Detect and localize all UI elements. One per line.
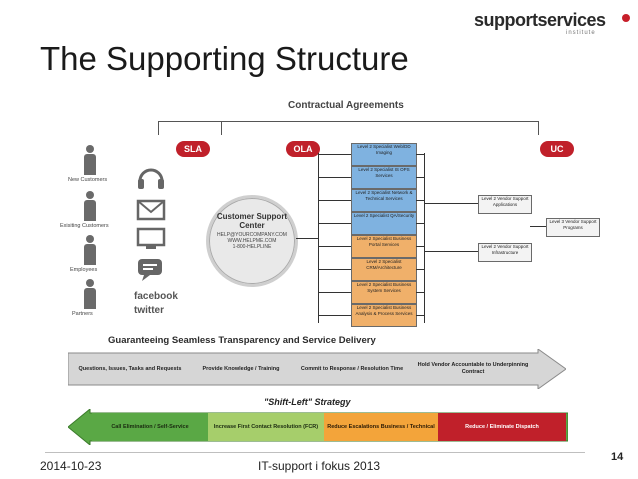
center-email: HELP@YOURCOMPANY.COM [217, 232, 287, 238]
level2-specialist-box: Level 2 Specialist CRM/Architecture [351, 258, 417, 281]
center-web: WWW.HELPME.COM [227, 238, 277, 244]
person-icon [82, 145, 98, 175]
headset-icon [138, 168, 164, 189]
level2-connector [416, 315, 424, 316]
logo-wordmark: supportservices [474, 10, 606, 30]
customer-label-new: New Customers [68, 177, 108, 183]
agreement-bracket [158, 121, 538, 122]
level2-connector [416, 223, 424, 224]
band-item: Provide Knowledge / Training [202, 365, 280, 372]
footer-center: IT-support i fokus 2013 [258, 459, 381, 473]
uc-pill: UC [540, 141, 574, 157]
center-connector [296, 238, 318, 239]
customer-label-existing: Exisiting Customers [60, 223, 109, 229]
support-structure-diagram: Contractual Agreements SLA OLA UC New Cu… [60, 95, 600, 451]
level2-specialist-box: Level 2 Specialist Network & Technical S… [351, 189, 417, 212]
level2-specialist-box: Level 2 Specialist Business Portal Servi… [351, 235, 417, 258]
company-logo: supportservices institute [448, 8, 638, 40]
level2-connector [416, 292, 424, 293]
level2-trunk [318, 153, 319, 323]
center-title: Customer Support Center [216, 212, 288, 230]
facebook-label: facebook [134, 291, 178, 302]
monitor-icon [136, 227, 166, 249]
level2-specialist-box: Level 2 Specialist Business System Servi… [351, 281, 417, 304]
level2-specialist-box: Level 2 Specialist QA/Security [351, 212, 417, 235]
level2-connector [318, 177, 351, 178]
shift-left-title: "Shift-Left" Strategy [264, 397, 351, 407]
level2-connector [318, 154, 351, 155]
shift-left-segment: Increase First Contact Resolution (FCR) [208, 413, 324, 441]
level2-connector [318, 200, 351, 201]
level2-connector [318, 292, 351, 293]
level2-connector [416, 246, 424, 247]
shift-left-segment: Call Elimination / Self-Service [92, 413, 208, 441]
vendor-infrastructure-box: Level 2 Vendor Support Infrastructure [478, 243, 532, 262]
shift-left-segment: Reduce Escalations Business / Technical [324, 413, 438, 441]
twitter-label: twitter [134, 305, 164, 316]
shift-left-segment: Reduce / Eliminate Dispatch [438, 413, 566, 441]
band-item: Commit to Response / Resolution Time [300, 365, 404, 372]
person-icon [82, 191, 98, 221]
level2-connector [416, 154, 424, 155]
logo-dot [622, 14, 630, 22]
level2-specialist-box: Level 2 Specialist Business Analysis & P… [351, 304, 417, 327]
right-trunk [424, 153, 425, 323]
logo-subtitle: institute [566, 30, 596, 36]
level2-connector [318, 269, 351, 270]
level2-connector [416, 269, 424, 270]
vendor-connector [530, 226, 546, 227]
level2-connector [318, 246, 351, 247]
service-delivery-arrow [68, 349, 566, 389]
footer-date: 2014-10-23 [40, 459, 102, 473]
contractual-agreements-header: Contractual Agreements [288, 100, 404, 111]
vendor-programs-box: Level 3 Vendor Support Programs [546, 218, 600, 237]
chat-icon [138, 259, 162, 281]
band-item: Questions, Issues, Tasks and Requests [78, 365, 182, 372]
page-number: 14 [611, 451, 624, 463]
vendor-connector [424, 251, 478, 252]
level2-specialist-box: Level 2 Specialist IS OPS Services [351, 166, 417, 189]
person-icon [82, 235, 98, 265]
sla-pill: SLA [176, 141, 210, 157]
customer-label-employees: Employees [70, 267, 98, 273]
person-icon [82, 279, 98, 309]
footer-divider [45, 452, 585, 453]
band-title: Guaranteeing Seamless Transparency and S… [108, 335, 376, 346]
level2-connector [318, 315, 351, 316]
level2-specialist-box: Level 2 Specialist Web/DD Imaging [351, 143, 417, 166]
vendor-connector [424, 203, 478, 204]
level2-connector [416, 177, 424, 178]
ola-pill: OLA [286, 141, 320, 157]
bracket-mid-leg [221, 121, 222, 135]
bracket-left-leg [158, 121, 159, 135]
center-phone: 1-800-HELPLINE [232, 244, 272, 250]
customer-label-partners: Partners [72, 311, 93, 317]
mail-icon [136, 199, 166, 221]
level2-connector [318, 223, 351, 224]
bracket-right-leg [538, 121, 539, 135]
band-item: Hold Vendor Accountable to Underpinning … [417, 362, 529, 375]
customer-support-center: Customer Support Center HELP@YOURCOMPANY… [206, 195, 298, 287]
level2-connector [416, 200, 424, 201]
slide-title: The Supporting Structure [40, 40, 409, 77]
vendor-applications-box: Level 2 Vendor Support Applications [478, 195, 532, 214]
